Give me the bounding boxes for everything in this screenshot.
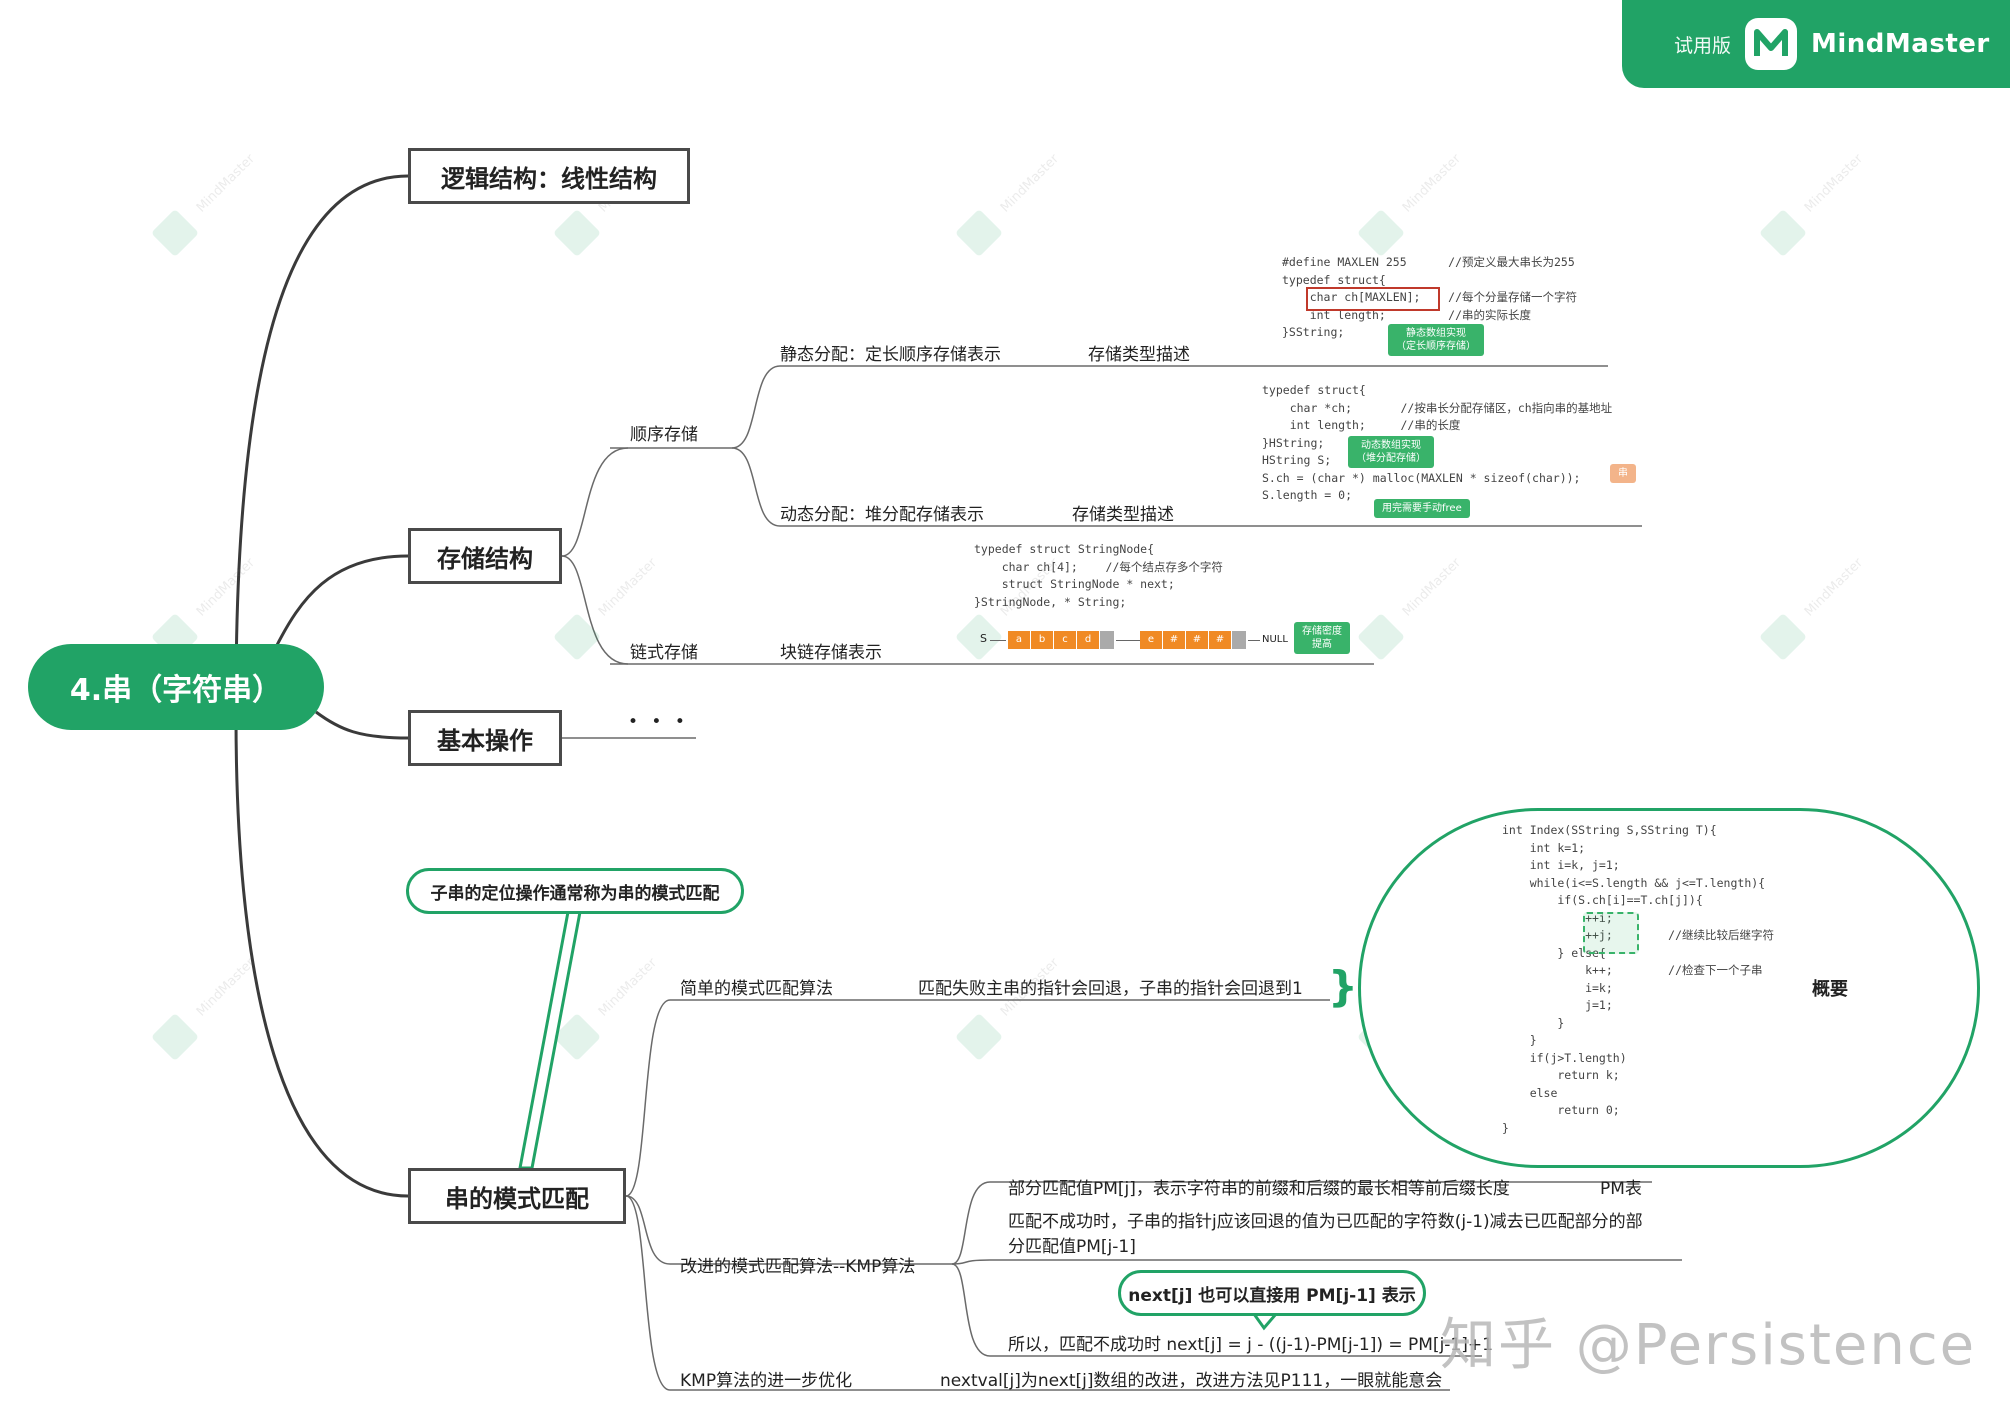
watermark: MindMaster [954,555,1062,662]
dynamic-type-description[interactable]: 存储类型描述 [1072,505,1174,525]
topic-storage-structure[interactable]: 存储结构 [408,528,562,584]
chain-null-label: NULL [1262,634,1288,645]
highlight-box [1583,912,1639,954]
kmp-pm-table-label[interactable]: PM表 [1600,1179,1642,1199]
chain-cell: # [1186,631,1208,649]
watermark: MindMaster [552,955,660,1062]
basic-ops-ellipsis[interactable]: • • • [628,712,689,732]
simple-matching-description[interactable]: 匹配失败主串的指针会回退，子串的指针会回退到1 [918,979,1303,999]
trial-label: 试用版 [1674,34,1732,57]
summary-boundary[interactable] [1358,808,1980,1168]
subtopic-static-allocation[interactable]: 静态分配：定长顺序存储表示 [780,345,1001,365]
chain-cell: d [1077,631,1099,649]
chain-cell: e [1140,631,1162,649]
watermark: MindMaster [150,955,258,1062]
chain-next-pointer [1100,631,1114,649]
watermark: MindMaster [1356,555,1464,662]
highlight-box [1306,287,1440,311]
chain-cell: # [1163,631,1185,649]
subtopic-dynamic-allocation[interactable]: 动态分配：堆分配存储表示 [780,505,984,525]
subtopic-kmp-optimization[interactable]: KMP算法的进一步优化 [680,1371,853,1391]
block-chain-storage[interactable]: 块链存储表示 [780,643,882,663]
mindmaster-badge[interactable]: 试用版 MindMaster [1622,0,2010,88]
brand-name: MindMaster [1811,29,1990,59]
chain-arrow [1248,640,1260,641]
watermark: MindMaster [552,555,660,662]
topic-pattern-matching[interactable]: 串的模式匹配 [408,1168,626,1224]
index-code-block: int Index(SString S,SString T){ int k=1;… [1502,823,1775,1135]
zhihu-watermark: 知乎 @Persistence [1440,1313,1977,1378]
chain-cell: # [1209,631,1231,649]
watermark: MindMaster [1356,151,1464,258]
root-topic[interactable]: 4.串（字符串） [28,644,324,730]
static-array-tag: 静态数组实现 （定长顺序存储） [1388,324,1484,356]
kmp-next-formula[interactable]: 所以，匹配不成功时 next[j] = j - ((j-1)-PM[j-1]) … [1008,1335,1493,1355]
free-memory-tag: 用完需要手动free [1374,499,1470,518]
pattern-match-callout[interactable]: 子串的定位操作通常称为串的模式匹配 [406,868,744,914]
kmp-optimization-description[interactable]: nextval[j]为next[j]数组的改进，改进方法见P111，一眼就能意会 [940,1371,1443,1391]
watermark: MindMaster [552,151,660,258]
chain-arrow [1116,640,1140,641]
watermark: MindMaster [1758,555,1866,662]
subtopic-kmp[interactable]: 改进的模式匹配算法--KMP算法 [680,1257,916,1277]
subtopic-linked-storage[interactable]: 链式存储 [630,643,698,663]
chain-arrow [990,640,1006,641]
subtopic-simple-matching[interactable]: 简单的模式匹配算法 [680,979,833,999]
density-tag: 存储密度 提高 [1294,622,1350,654]
subtopic-sequential-storage[interactable]: 顺序存储 [630,425,698,445]
chain-cell: b [1031,631,1053,649]
mindmaster-logo-icon [1745,18,1798,70]
chain-cell: c [1054,631,1076,649]
edge-tag: 串 [1610,464,1636,483]
chain-head-label: S [980,632,987,645]
chain-cell: a [1008,631,1030,649]
watermark: MindMaster [1758,151,1866,258]
watermark: MindMaster [954,955,1062,1062]
summary-label[interactable]: 概要 [1812,979,1848,1000]
chain-next-pointer [1232,631,1246,649]
kmp-fail-description[interactable]: 匹配不成功时，子串的指针j应该回退的值为已匹配的字符数(j-1)减去已匹配部分的… [1008,1212,1643,1257]
dynamic-code-block: typedef struct{ char *ch; //按串长分配存储区，ch指… [1262,383,1613,502]
kmp-next-callout[interactable]: next[j] 也可以直接用 PM[j-1] 表示 [1118,1270,1426,1316]
static-type-description[interactable]: 存储类型描述 [1088,345,1190,365]
static-code-block: #define MAXLEN 255 //预定义最大串长为255 typedef… [1282,255,1578,339]
watermark: MindMaster [150,151,258,258]
topic-logic-structure[interactable]: 逻辑结构：线性结构 [408,148,690,204]
summary-brace: } [1328,962,1358,1011]
kmp-pm-description[interactable]: 部分匹配值PM[j]，表示字符串的前缀和后缀的最长相等前后缀长度 [1008,1179,1510,1199]
watermark: MindMaster [954,151,1062,258]
linked-code-block: typedef struct StringNode{ char ch[4]; /… [974,542,1223,609]
topic-basic-operations[interactable]: 基本操作 [408,710,562,766]
dynamic-array-tag: 动态数组实现 （堆分配存储） [1348,436,1434,468]
